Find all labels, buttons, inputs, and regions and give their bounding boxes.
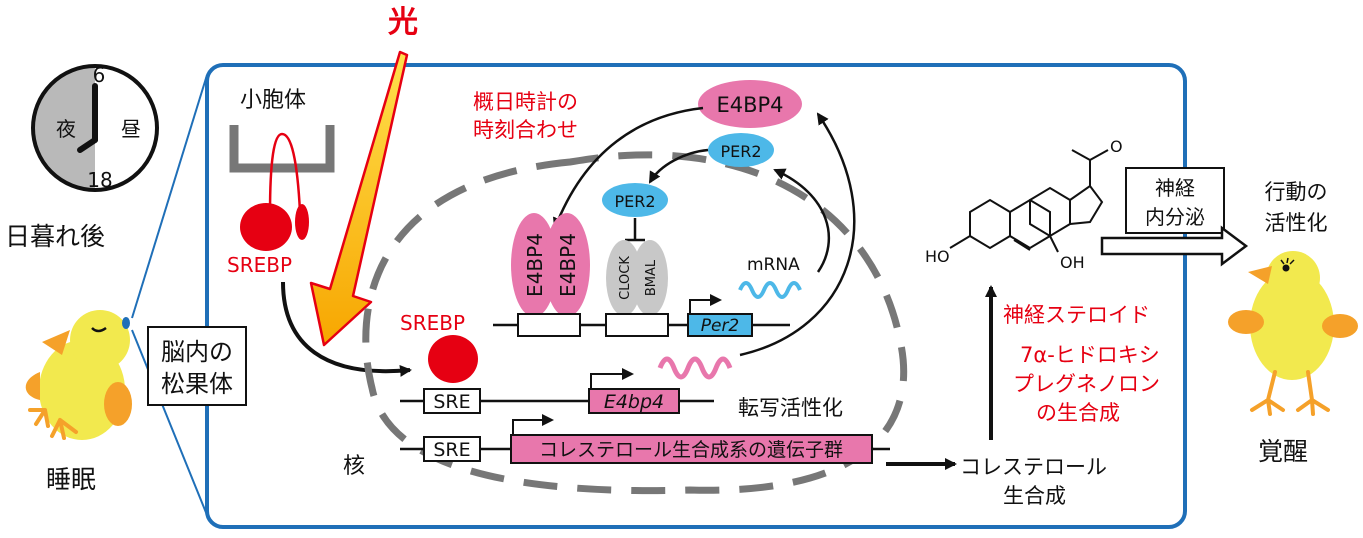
srebp-er-small-blob: [295, 204, 309, 240]
neuroendocrine-arrow: [1100, 225, 1249, 267]
nucleus-label: 核: [343, 454, 365, 479]
e4bp4-dimer-right: [544, 213, 590, 317]
pineal-box: [147, 326, 247, 406]
e4bp4-dimer-left-label: E4BP4: [523, 233, 547, 297]
mrna-label: mRNA: [747, 255, 800, 275]
neurosteroid-4: の生合成: [1036, 401, 1120, 425]
srebp-nucleus-label: SREBP: [400, 311, 465, 335]
behavior-1: 行動の: [1265, 180, 1328, 204]
bmal-protein: [632, 240, 668, 316]
per2-gene: [687, 313, 753, 337]
clock-night: 夜: [56, 117, 76, 141]
pineal-label-1: 脳内の: [161, 338, 233, 366]
steroid-ho: HO: [925, 247, 950, 266]
clock-icon: 6 18 夜 昼: [31, 63, 159, 192]
e4bp4-mrna-to-protein-arrow: [739, 112, 856, 357]
steroid-oh: OH: [1060, 253, 1085, 272]
per2-nuclear-arrow: [648, 148, 709, 184]
neuroendocrine-2: 内分泌: [1145, 205, 1205, 229]
srebp-er-label: SREBP: [227, 253, 292, 277]
sre-label-1: SRE: [433, 391, 470, 413]
sre-box-2: [423, 436, 481, 462]
e4bp4-tss-arrow: [590, 368, 634, 389]
clock-6: 6: [93, 63, 106, 87]
per2-gene-label: Per2: [701, 316, 740, 336]
zoom-line-top: [131, 74, 208, 319]
per2-mrna-wave: [738, 281, 802, 299]
neurosteroid-1: 神経ステロイド: [1003, 303, 1150, 327]
clock-reset-2: 時刻合わせ: [473, 118, 578, 142]
clock-18: 18: [87, 168, 112, 192]
neuroendocrine-1: 神経: [1155, 176, 1195, 200]
per2-upper-label: PER2: [720, 142, 761, 161]
clock-protein-label: CLOCK: [618, 256, 633, 300]
after-sunset-label: 日暮れ後: [5, 222, 105, 251]
cholesterol-genes: [510, 434, 873, 464]
e4bp4-gene-label: E4bp4: [604, 391, 664, 413]
neurosteroid-2: 7α-ヒドロキシ: [1020, 343, 1160, 367]
cholesterol-genes-label: コレステロール生合成系の遺伝子群: [539, 439, 843, 461]
per2-tss-arrow: [689, 294, 722, 314]
transcription-activation: 転写活性化: [738, 396, 843, 420]
e4bp4-binding-site: [517, 313, 581, 337]
sre-box-1: [423, 388, 481, 414]
srebp-translocation-arrow: [281, 281, 412, 377]
steroid-o: O: [1110, 137, 1123, 156]
sleep-label: 睡眠: [46, 465, 96, 494]
e4bp4-mrna-wave: [657, 356, 733, 380]
awake-chick-icon: [1228, 251, 1358, 416]
e4bp4-top-label: E4BP4: [716, 93, 783, 117]
e4bp4-dimer-left: [511, 213, 557, 317]
per2-lower-label: PER2: [614, 192, 655, 211]
clock-day: 昼: [121, 117, 141, 141]
ebox-site: [605, 313, 669, 337]
clock-protein: [606, 240, 642, 316]
srebp-tether: [268, 132, 302, 215]
sre-label-2: SRE: [433, 439, 470, 461]
mrna-to-per2-arrow: [773, 168, 831, 273]
e4bp4-gene: [588, 388, 680, 414]
clock-reset-1: 概日時計の: [473, 90, 578, 114]
cholesterol-synthesis-1: コレステロール: [960, 455, 1107, 479]
zoom-line-bottom: [131, 329, 208, 516]
behavior-2: 活性化: [1265, 211, 1328, 235]
srebp-nucleus-blob: [428, 335, 478, 383]
light-label: 光: [388, 5, 418, 40]
e4bp4-feedback-arrow: [552, 106, 704, 230]
chol-tss-arrow: [512, 414, 554, 435]
er-label: 小胞体: [240, 88, 306, 113]
per2-protein-lower: [602, 183, 668, 217]
sleeping-chick-icon: [25, 310, 132, 440]
pineal-cell-frame: [205, 63, 1187, 529]
bmal-protein-label: BMAL: [644, 259, 659, 296]
per2-protein-upper: [708, 133, 774, 167]
cholesterol-synthesis-2: 生合成: [1003, 484, 1066, 508]
e4bp4-protein-top: [698, 80, 802, 128]
steroid-structure: [949, 149, 1109, 253]
neurosteroid-3: プレグネノロン: [1013, 372, 1160, 396]
light-arrow: [309, 50, 409, 347]
srebp-er-blob: [240, 203, 292, 251]
neuroendocrine-box: [1125, 167, 1225, 234]
awake-label: 覚醒: [1258, 437, 1308, 466]
e4bp4-dimer-right-label: E4BP4: [556, 233, 580, 297]
er-container: [229, 125, 335, 173]
pineal-label-2: 松果体: [161, 370, 233, 398]
